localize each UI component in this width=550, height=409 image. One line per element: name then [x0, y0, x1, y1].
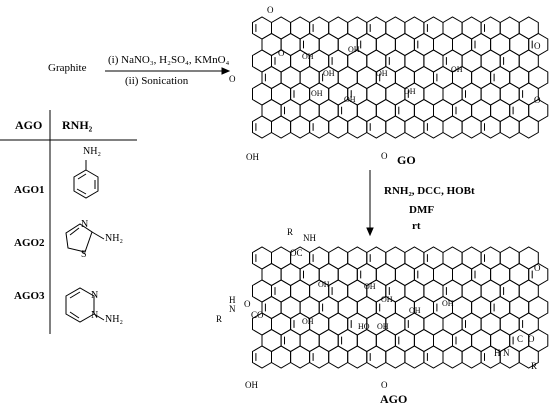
- go-hexagon-ring: [385, 115, 406, 139]
- ago-hexagon-ring: [366, 345, 387, 369]
- ago-amide-o: O: [244, 299, 251, 309]
- go-phenol-oh: OH: [246, 152, 259, 162]
- go-hexagon-ring: [404, 115, 425, 139]
- ago-amide-nh: NH: [303, 233, 316, 243]
- go-ketone-o: O: [381, 151, 388, 161]
- ago-hexagon-ring: [271, 345, 292, 369]
- go-hexagon-ring: [499, 115, 520, 139]
- aniline-structure: [73, 160, 99, 199]
- ago-r-group: R: [531, 361, 538, 371]
- condition-rt: rt: [412, 220, 421, 232]
- pyrimidine-n: N: [91, 290, 99, 301]
- aminothiazole-structure: [65, 223, 105, 253]
- ago-hexagon-ring: [518, 345, 539, 369]
- table-row-name: AGO1: [14, 184, 45, 196]
- go-hexagon-ring: [442, 115, 463, 139]
- go-sheet-lattice: [252, 16, 549, 139]
- go-hexagon-ring: [290, 115, 311, 139]
- go-hexagon-ring: [461, 115, 482, 139]
- ago-hydroxyl-oh: OH: [442, 299, 454, 308]
- ago-hydroxyl-oh: OH: [364, 282, 376, 291]
- ago-r-group: R: [216, 314, 223, 324]
- table-row-name: AGO3: [14, 290, 45, 302]
- ago-hexagon-ring: [347, 345, 368, 369]
- ago-amide-n: N: [229, 304, 236, 314]
- ago-hexagon-ring: [442, 345, 463, 369]
- ago-hexagon-ring: [290, 345, 311, 369]
- solvent-dmf: DMF: [409, 204, 435, 216]
- go-hexagon-ring: [271, 115, 292, 139]
- ago-hexagon-ring: [499, 345, 520, 369]
- ago-hydroxyl-ho: HO: [358, 322, 370, 331]
- arrow-step1: [105, 67, 231, 75]
- go-carbonyl-o: O: [229, 74, 236, 84]
- ago-hexagon-ring: [423, 345, 444, 369]
- go-hexagon-ring: [328, 115, 349, 139]
- ago-hexagon-ring: [404, 345, 425, 369]
- go-hydroxyl-oh: OH: [311, 89, 323, 98]
- reagent-rnh2-dcc-hobt: RNH₂, DCC, HOBt: [384, 185, 475, 197]
- pyrimidine-n: N: [91, 310, 99, 321]
- go-epoxide-o: O: [534, 41, 541, 51]
- go-hexagon-ring: [423, 115, 444, 139]
- go-hydroxyl-oh: OH: [302, 52, 314, 61]
- go-carbonyl-o: O: [267, 5, 274, 15]
- ago-amide-o: O: [528, 334, 535, 344]
- table-header-ago: AGO: [15, 118, 43, 132]
- aminopyrimidine-nh2: NH₂: [105, 314, 123, 325]
- ago-epoxide-o: O: [534, 263, 541, 273]
- go-ring-o: O: [278, 48, 285, 58]
- aminopyrimidine-structure: [65, 287, 105, 323]
- ago-label: AGO: [380, 392, 408, 406]
- ago-hexagon-ring: [385, 345, 406, 369]
- arrow-step2: [366, 170, 374, 237]
- table-row-name: AGO2: [14, 237, 45, 249]
- aminothiazole-nh2: NH₂: [105, 233, 123, 244]
- ago-phenol-oh: OH: [245, 380, 258, 390]
- go-hexagon-ring: [366, 115, 387, 139]
- ago-amide-hn: H: [494, 348, 501, 358]
- table-header-rnh2: RNH₂: [62, 118, 93, 132]
- ago-hexagon-ring: [328, 345, 349, 369]
- go-hydroxyl-oh: OH: [348, 45, 360, 54]
- ago-sheet-lattice: [252, 246, 549, 369]
- go-hexagon-ring: [309, 115, 330, 139]
- go-hexagon-ring: [252, 115, 272, 139]
- go-hexagon-ring: [347, 115, 368, 139]
- ago-hexagon-ring: [480, 345, 501, 369]
- ago-amide-n: N: [503, 348, 510, 358]
- ago-hydroxyl-oh: OH: [302, 317, 314, 326]
- go-hexagon-ring: [518, 115, 539, 139]
- graphite-label: Graphite: [48, 62, 87, 74]
- ago-hexagon-ring: [309, 345, 330, 369]
- ago-amide-c: C: [517, 334, 524, 344]
- ago-hydroxyl-oh: OH: [318, 280, 330, 289]
- ago-hydroxyl-oh: OH: [377, 322, 389, 331]
- ago-amide-oc: OC: [290, 248, 303, 258]
- thiazole-s: S: [81, 249, 87, 260]
- aniline-nh2: NH₂: [83, 146, 101, 157]
- ago-hexagon-ring: [252, 345, 272, 369]
- go-hydroxyl-oh: OH: [376, 69, 388, 78]
- ago-hexagon-ring: [461, 345, 482, 369]
- ago-amide-h: H: [229, 295, 236, 305]
- go-hydroxyl-oh: OH: [404, 87, 416, 96]
- thiazole-n: N: [81, 219, 89, 230]
- ago-r-group: R: [287, 227, 294, 237]
- ago-ketone-o: O: [381, 380, 388, 390]
- ago-hydroxyl-oh: OH: [381, 295, 393, 304]
- reagent-step-i: (i) NaNO₃, H₂SO₄, KMnO₄: [108, 54, 230, 66]
- go-hydroxyl-oh: OH: [344, 95, 356, 104]
- go-hydroxyl-oh: OH: [323, 69, 335, 78]
- reagent-step-ii: (ii) Sonication: [125, 75, 189, 87]
- go-hexagon-ring: [480, 115, 501, 139]
- go-label: GO: [397, 153, 416, 167]
- ago-amide-co: CO: [251, 310, 264, 320]
